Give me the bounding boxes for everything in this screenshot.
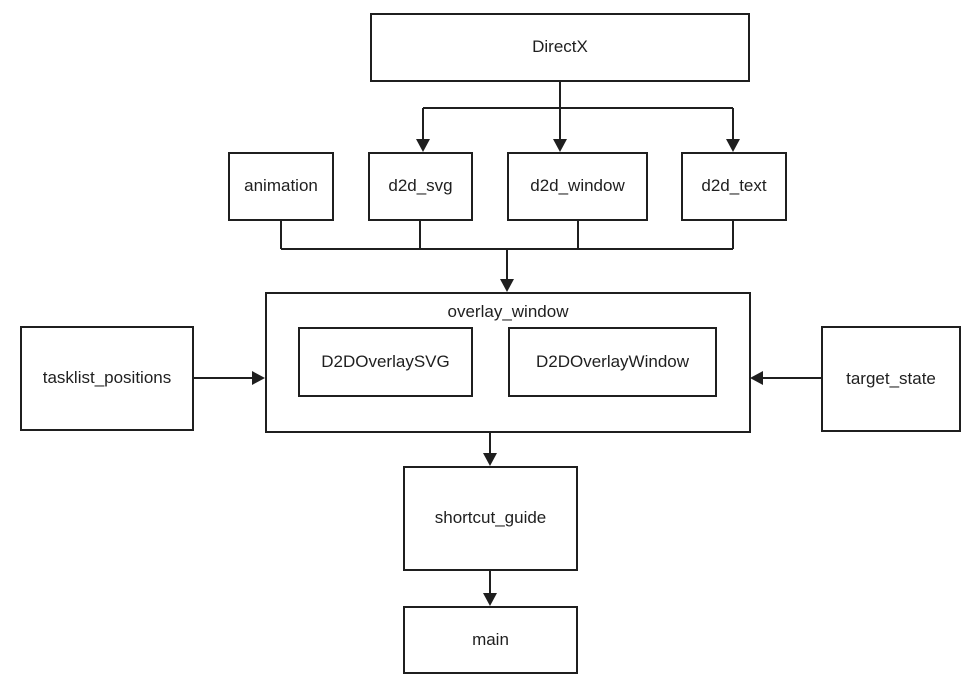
node-d2d-window: d2d_window	[507, 152, 648, 221]
arrowhead-to-overlay-left	[252, 371, 265, 385]
edge-overlay-to-shortcut-guide	[483, 433, 497, 466]
node-directx: DirectX	[370, 13, 750, 82]
node-d2d-text-label: d2d_text	[701, 176, 767, 196]
group-overlay-window-label: overlay_window	[447, 302, 569, 321]
node-d2d-svg: d2d_svg	[368, 152, 473, 221]
arrowhead-to-main	[483, 593, 497, 606]
arrowhead-to-overlay-top	[500, 279, 514, 292]
node-d2d-text: d2d_text	[681, 152, 787, 221]
node-d2d-svg-label: d2d_svg	[388, 176, 453, 196]
node-tasklist-positions-label: tasklist_positions	[42, 368, 172, 388]
node-main-label: main	[472, 629, 509, 649]
arrowhead-to-d2d-svg	[416, 139, 430, 152]
node-animation: animation	[228, 152, 334, 221]
group-overlay-window: overlay_window D2DOverlaySVG D2DOverlayW…	[265, 292, 751, 433]
arrowhead-to-shortcut-guide	[483, 453, 497, 466]
node-animation-label: animation	[244, 176, 318, 196]
arrowhead-to-overlay-right	[750, 371, 763, 385]
node-main: main	[403, 606, 578, 674]
edge-tasklist-to-overlay	[194, 371, 265, 385]
node-target-state-label: target_state	[846, 368, 936, 388]
arrowhead-to-d2d-window	[553, 139, 567, 152]
node-directx-label: DirectX	[532, 37, 588, 57]
node-target-state: target_state	[821, 326, 961, 432]
node-d2d-window-label: d2d_window	[530, 176, 625, 196]
edge-shortcut-guide-to-main	[483, 571, 497, 606]
node-d2d-overlay-svg: D2DOverlaySVG	[298, 327, 473, 397]
node-shortcut-guide-label: shortcut_guide	[434, 508, 547, 528]
edge-target-state-to-overlay	[750, 371, 821, 385]
node-d2d-overlay-window-label: D2DOverlayWindow	[535, 352, 690, 371]
arrowhead-to-d2d-text	[726, 139, 740, 152]
node-shortcut-guide: shortcut_guide	[403, 466, 578, 571]
node-d2d-overlay-svg-label: D2DOverlaySVG	[321, 352, 450, 371]
node-d2d-overlay-window: D2DOverlayWindow	[508, 327, 717, 397]
edge-merge-into-overlay	[280, 221, 734, 292]
node-tasklist-positions: tasklist_positions	[20, 326, 194, 431]
edge-directx-fanout	[416, 82, 740, 152]
